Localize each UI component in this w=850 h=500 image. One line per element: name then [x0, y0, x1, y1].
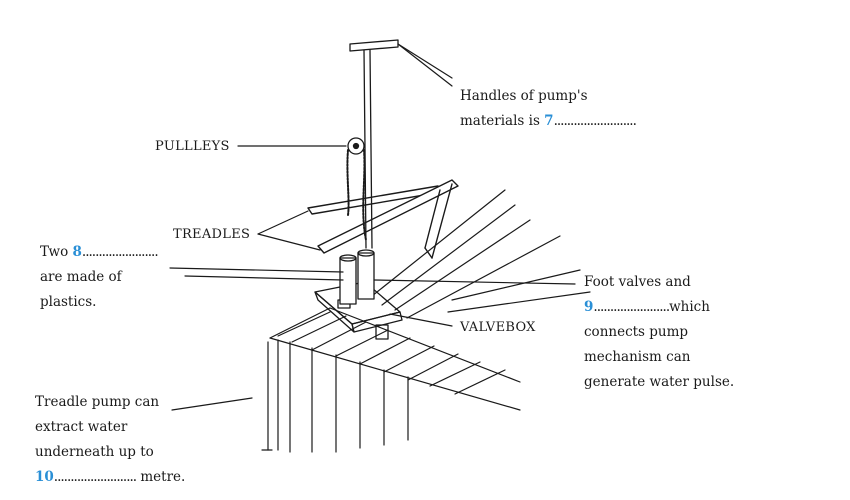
- foot-valves-line1: Foot valves and: [584, 274, 691, 290]
- treadles-label: TREADLES: [173, 227, 251, 242]
- cylinders-label: Two 8....................... are made of…: [40, 240, 159, 315]
- handles-line2: materials is 7.........................: [460, 109, 637, 134]
- treadle-bars: [307, 179, 459, 259]
- pulley-wheel: [346, 137, 367, 241]
- handles-label: Handles of pump's materials is 7........…: [460, 84, 637, 134]
- blank-number-10: 10: [35, 469, 54, 485]
- foot-valves-line5: generate water pulse.: [584, 374, 735, 390]
- blank-number-7: 7: [544, 113, 554, 129]
- pulleys-label: PULLLEYS: [155, 139, 230, 154]
- foot-valves-line2: 9.......................which: [584, 295, 734, 320]
- cylinders-line3: plastics.: [40, 294, 97, 310]
- cylinders-line1: Two 8.......................: [40, 240, 159, 265]
- foot-valves-line3: connects pump: [584, 324, 689, 340]
- pump-cylinders: [339, 249, 375, 305]
- leader-lines: [169, 43, 576, 411]
- answer-blank-8[interactable]: .......................: [81, 244, 159, 260]
- answer-blank-7[interactable]: .........................: [553, 113, 637, 129]
- blank-number-8: 8: [72, 244, 82, 260]
- blank-number-9: 9: [584, 299, 594, 315]
- foot-valves-line4: mechanism can: [584, 349, 691, 365]
- foot-valves-label: Foot valves and 9.......................…: [584, 270, 734, 395]
- handles-line1: Handles of pump's: [460, 88, 588, 104]
- depth-line4: 10......................... metre.: [35, 465, 185, 490]
- cylinders-line2: are made of: [40, 269, 122, 285]
- depth-line4-text: metre.: [136, 469, 186, 485]
- depth-line3: underneath up to: [35, 444, 154, 460]
- foot-valves-line2-text: which: [669, 299, 710, 315]
- pump-pole: [349, 39, 399, 249]
- valvebox-label: VALVEBOX: [460, 320, 536, 335]
- well-structure: [261, 189, 591, 453]
- depth-line1: Treadle pump can: [35, 394, 160, 410]
- depth-line2: extract water: [35, 419, 128, 435]
- answer-blank-9[interactable]: .......................: [593, 299, 670, 315]
- handles-line2-text: materials is: [460, 113, 545, 129]
- depth-label: Treadle pump can extract water underneat…: [35, 390, 185, 490]
- answer-blank-10[interactable]: .........................: [53, 469, 137, 485]
- cylinders-line1-text: Two: [40, 244, 73, 260]
